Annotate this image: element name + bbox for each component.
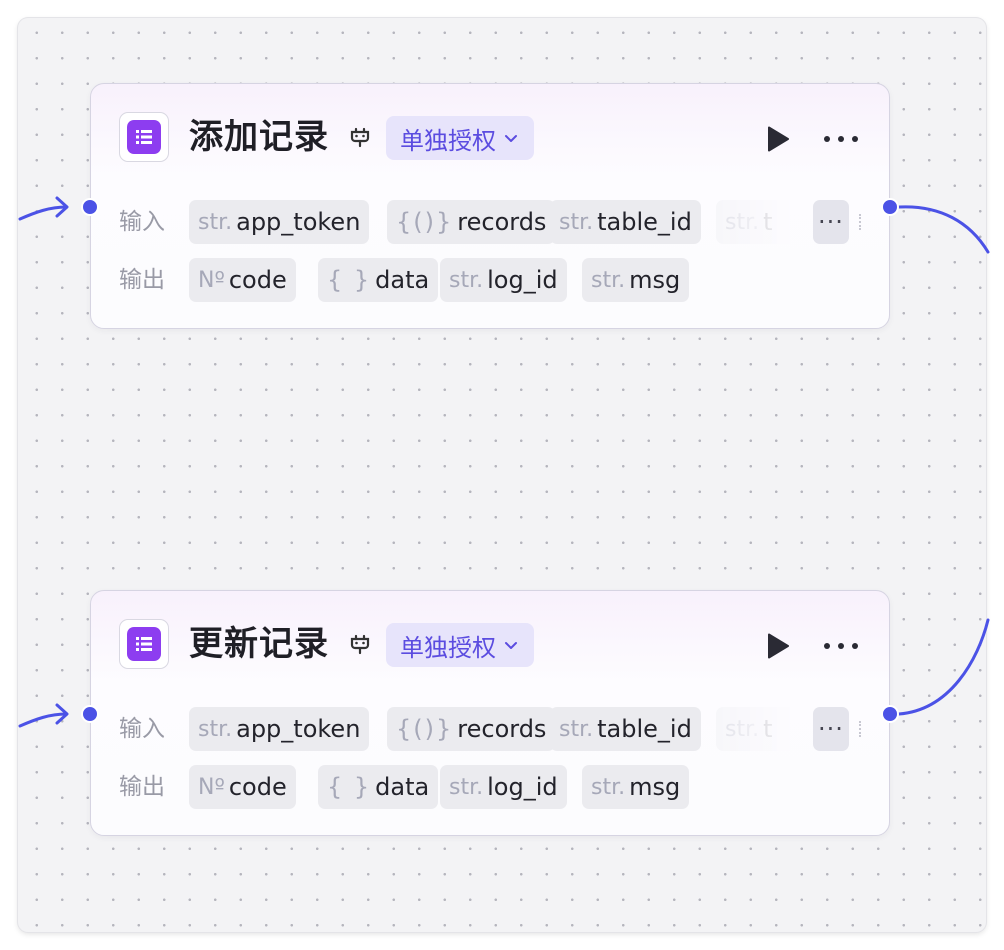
param-chip[interactable]: str.app_token: [189, 707, 370, 751]
input-port[interactable]: [81, 198, 99, 216]
auth-dropdown[interactable]: 单独授权: [386, 623, 534, 667]
workflow-node-update-record[interactable]: 更新记录 单独授权 输入 str.app_token {()}records s…: [90, 590, 890, 836]
param-chip[interactable]: { }data: [318, 258, 439, 302]
param-chip[interactable]: {()}records: [387, 707, 556, 751]
chevron-down-icon: [505, 642, 517, 649]
divider: [859, 721, 863, 737]
run-button[interactable]: [763, 631, 793, 661]
auth-dropdown[interactable]: 单独授权: [386, 116, 534, 160]
node-title: 添加记录: [189, 117, 329, 157]
param-chip[interactable]: str.t: [716, 200, 811, 244]
input-port[interactable]: [81, 705, 99, 723]
input-params: str.app_token {()}records str.table_id s…: [189, 707, 865, 751]
auth-label: 单独授权: [400, 633, 496, 662]
param-chip[interactable]: str.log_id: [440, 765, 567, 809]
more-options-icon[interactable]: [821, 124, 861, 154]
param-chip[interactable]: str.msg: [582, 258, 690, 302]
param-chip[interactable]: str.app_token: [189, 200, 370, 244]
input-label: 输入: [119, 716, 165, 742]
node-title: 更新记录: [189, 624, 329, 664]
param-chip[interactable]: str.t: [716, 707, 811, 751]
more-options-icon[interactable]: [821, 631, 861, 661]
output-port[interactable]: [881, 705, 899, 723]
chevron-down-icon: [505, 135, 517, 142]
table-icon: [119, 112, 169, 162]
input-label: 输入: [119, 209, 165, 235]
workflow-node-add-record[interactable]: 添加记录 单独授权 输入 str.app_token {()}records s…: [90, 83, 890, 329]
param-chip[interactable]: str.log_id: [440, 258, 567, 302]
more-params-button[interactable]: ···: [813, 200, 849, 244]
table-icon: [119, 619, 169, 669]
input-params: str.app_token {()}records str.table_id s…: [189, 200, 865, 244]
divider: [859, 214, 863, 230]
plugin-icon: [350, 634, 370, 655]
param-chip[interactable]: { }data: [318, 765, 439, 809]
output-label: 输出: [119, 774, 165, 800]
auth-label: 单独授权: [400, 126, 496, 155]
param-chip[interactable]: str.msg: [582, 765, 690, 809]
output-port[interactable]: [881, 198, 899, 216]
param-chip[interactable]: str.table_id: [550, 200, 701, 244]
plugin-icon: [350, 127, 370, 148]
output-label: 输出: [119, 267, 165, 293]
param-chip[interactable]: str.table_id: [550, 707, 701, 751]
param-chip[interactable]: {()}records: [387, 200, 556, 244]
run-button[interactable]: [763, 124, 793, 154]
more-params-button[interactable]: ···: [813, 707, 849, 751]
